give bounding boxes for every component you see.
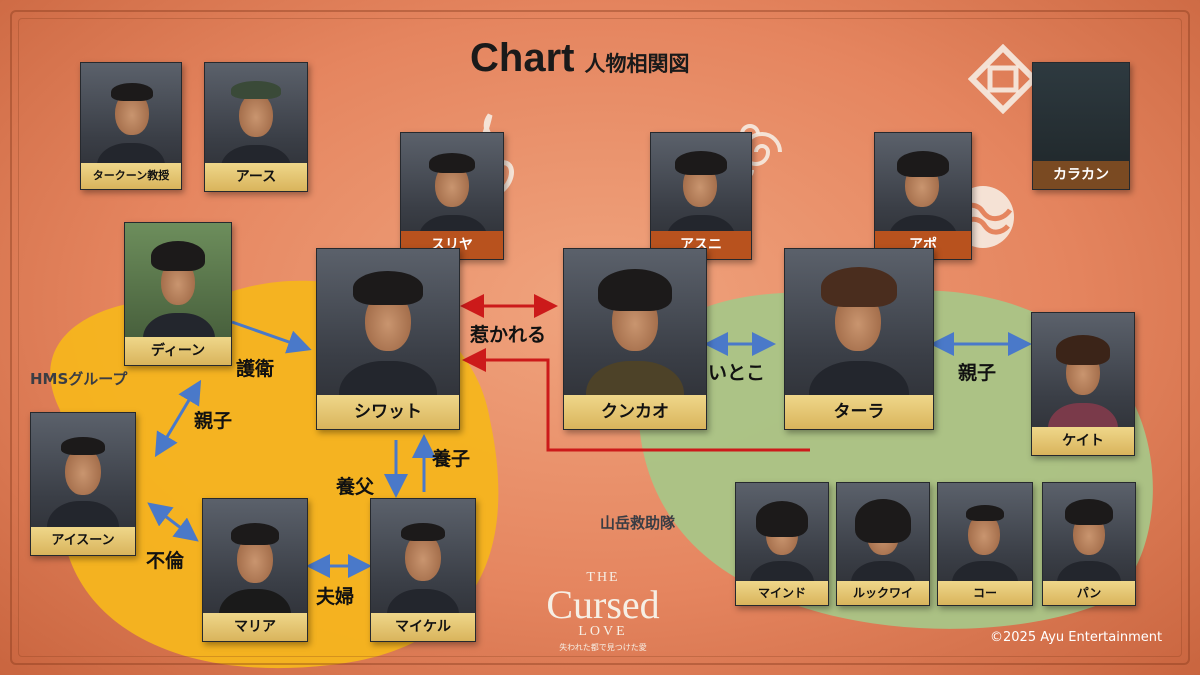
person-card-apo[interactable]: アポ — [874, 132, 972, 260]
person-name-mind: マインド — [736, 581, 828, 605]
title-main: Chart — [470, 36, 575, 80]
person-name-earth: アース — [205, 163, 307, 191]
person-name-lukwai: ルックワイ — [837, 581, 929, 605]
person-card-asuni[interactable]: アスニ — [650, 132, 752, 260]
person-card-karakan[interactable]: カラカン — [1032, 62, 1130, 190]
copyright: ©2025 Ayu Entertainment — [990, 630, 1163, 645]
chart-title: Chart 人物相関図 — [470, 36, 689, 81]
person-name-pan: パン — [1043, 581, 1135, 605]
person-name-takhun: タークーン教授 — [81, 163, 181, 189]
relation-parent-child-tara-kate: 親子 — [958, 362, 997, 384]
person-card-maria[interactable]: マリア — [202, 498, 308, 642]
person-card-michael[interactable]: マイケル — [370, 498, 476, 642]
ornate-frame — [10, 10, 1190, 665]
person-card-suriya[interactable]: スリヤ — [400, 132, 504, 260]
arrow-aisoon-maria — [147, 502, 199, 542]
group-label-hms: HMSグループ — [30, 370, 128, 388]
person-name-karakan: カラカン — [1033, 161, 1129, 189]
person-card-lukwai[interactable]: ルックワイ — [836, 482, 930, 606]
person-name-ko: コー — [938, 581, 1032, 605]
relation-affair: 不倫 — [146, 550, 185, 572]
logo-the: THE — [586, 570, 620, 585]
person-card-takhun[interactable]: タークーン教授 — [80, 62, 182, 190]
person-card-kunkao[interactable]: クンカオ — [563, 248, 707, 430]
arrow-tara-siwat — [462, 348, 810, 452]
logo-main: Cursed — [546, 582, 660, 627]
relation-adopted-child: 養子 — [432, 448, 471, 470]
ornate-frame-inner — [18, 18, 1182, 657]
relation-adoptive-father: 養父 — [336, 476, 375, 498]
title-sub: 人物相関図 — [584, 52, 690, 76]
earth-kingdom-icon — [968, 44, 1038, 114]
logo-love: LOVE — [578, 624, 628, 639]
logo-tagline: 失われた都で見つけた愛 — [559, 643, 647, 652]
person-card-aisoon[interactable]: アイスーン — [30, 412, 136, 556]
person-name-maria: マリア — [203, 613, 307, 641]
person-name-dean: ディーン — [125, 337, 231, 365]
show-logo: THE Cursed LOVE 失われた都で見つけた愛 — [528, 570, 678, 653]
relation-cousin: いとこ — [708, 362, 766, 384]
relation-guard: 護衛 — [236, 358, 275, 380]
relation-attracted: 惹かれる — [470, 324, 547, 346]
person-card-ko[interactable]: コー — [937, 482, 1033, 606]
person-name-kate: ケイト — [1032, 427, 1134, 455]
person-card-kate[interactable]: ケイト — [1031, 312, 1135, 456]
person-name-michael: マイケル — [371, 613, 475, 641]
person-card-siwat[interactable]: シワット — [316, 248, 460, 430]
arrow-dean-aisoon — [154, 379, 202, 458]
person-name-kunkao: クンカオ — [564, 395, 706, 429]
relation-married: 夫婦 — [316, 586, 355, 608]
person-name-aisoon: アイスーン — [31, 527, 135, 555]
person-card-pan[interactable]: パン — [1042, 482, 1136, 606]
person-card-tara[interactable]: ターラ — [784, 248, 934, 430]
person-card-dean[interactable]: ディーン — [124, 222, 232, 366]
person-name-tara: ターラ — [785, 395, 933, 429]
arrow-dean-siwat — [231, 320, 312, 354]
group-label-rescue: 山岳救助隊 — [600, 514, 676, 532]
person-card-mind[interactable]: マインド — [735, 482, 829, 606]
relation-parent-child-dean-aisoon: 親子 — [194, 410, 233, 432]
person-card-earth[interactable]: アース — [204, 62, 308, 192]
person-name-siwat: シワット — [317, 395, 459, 429]
